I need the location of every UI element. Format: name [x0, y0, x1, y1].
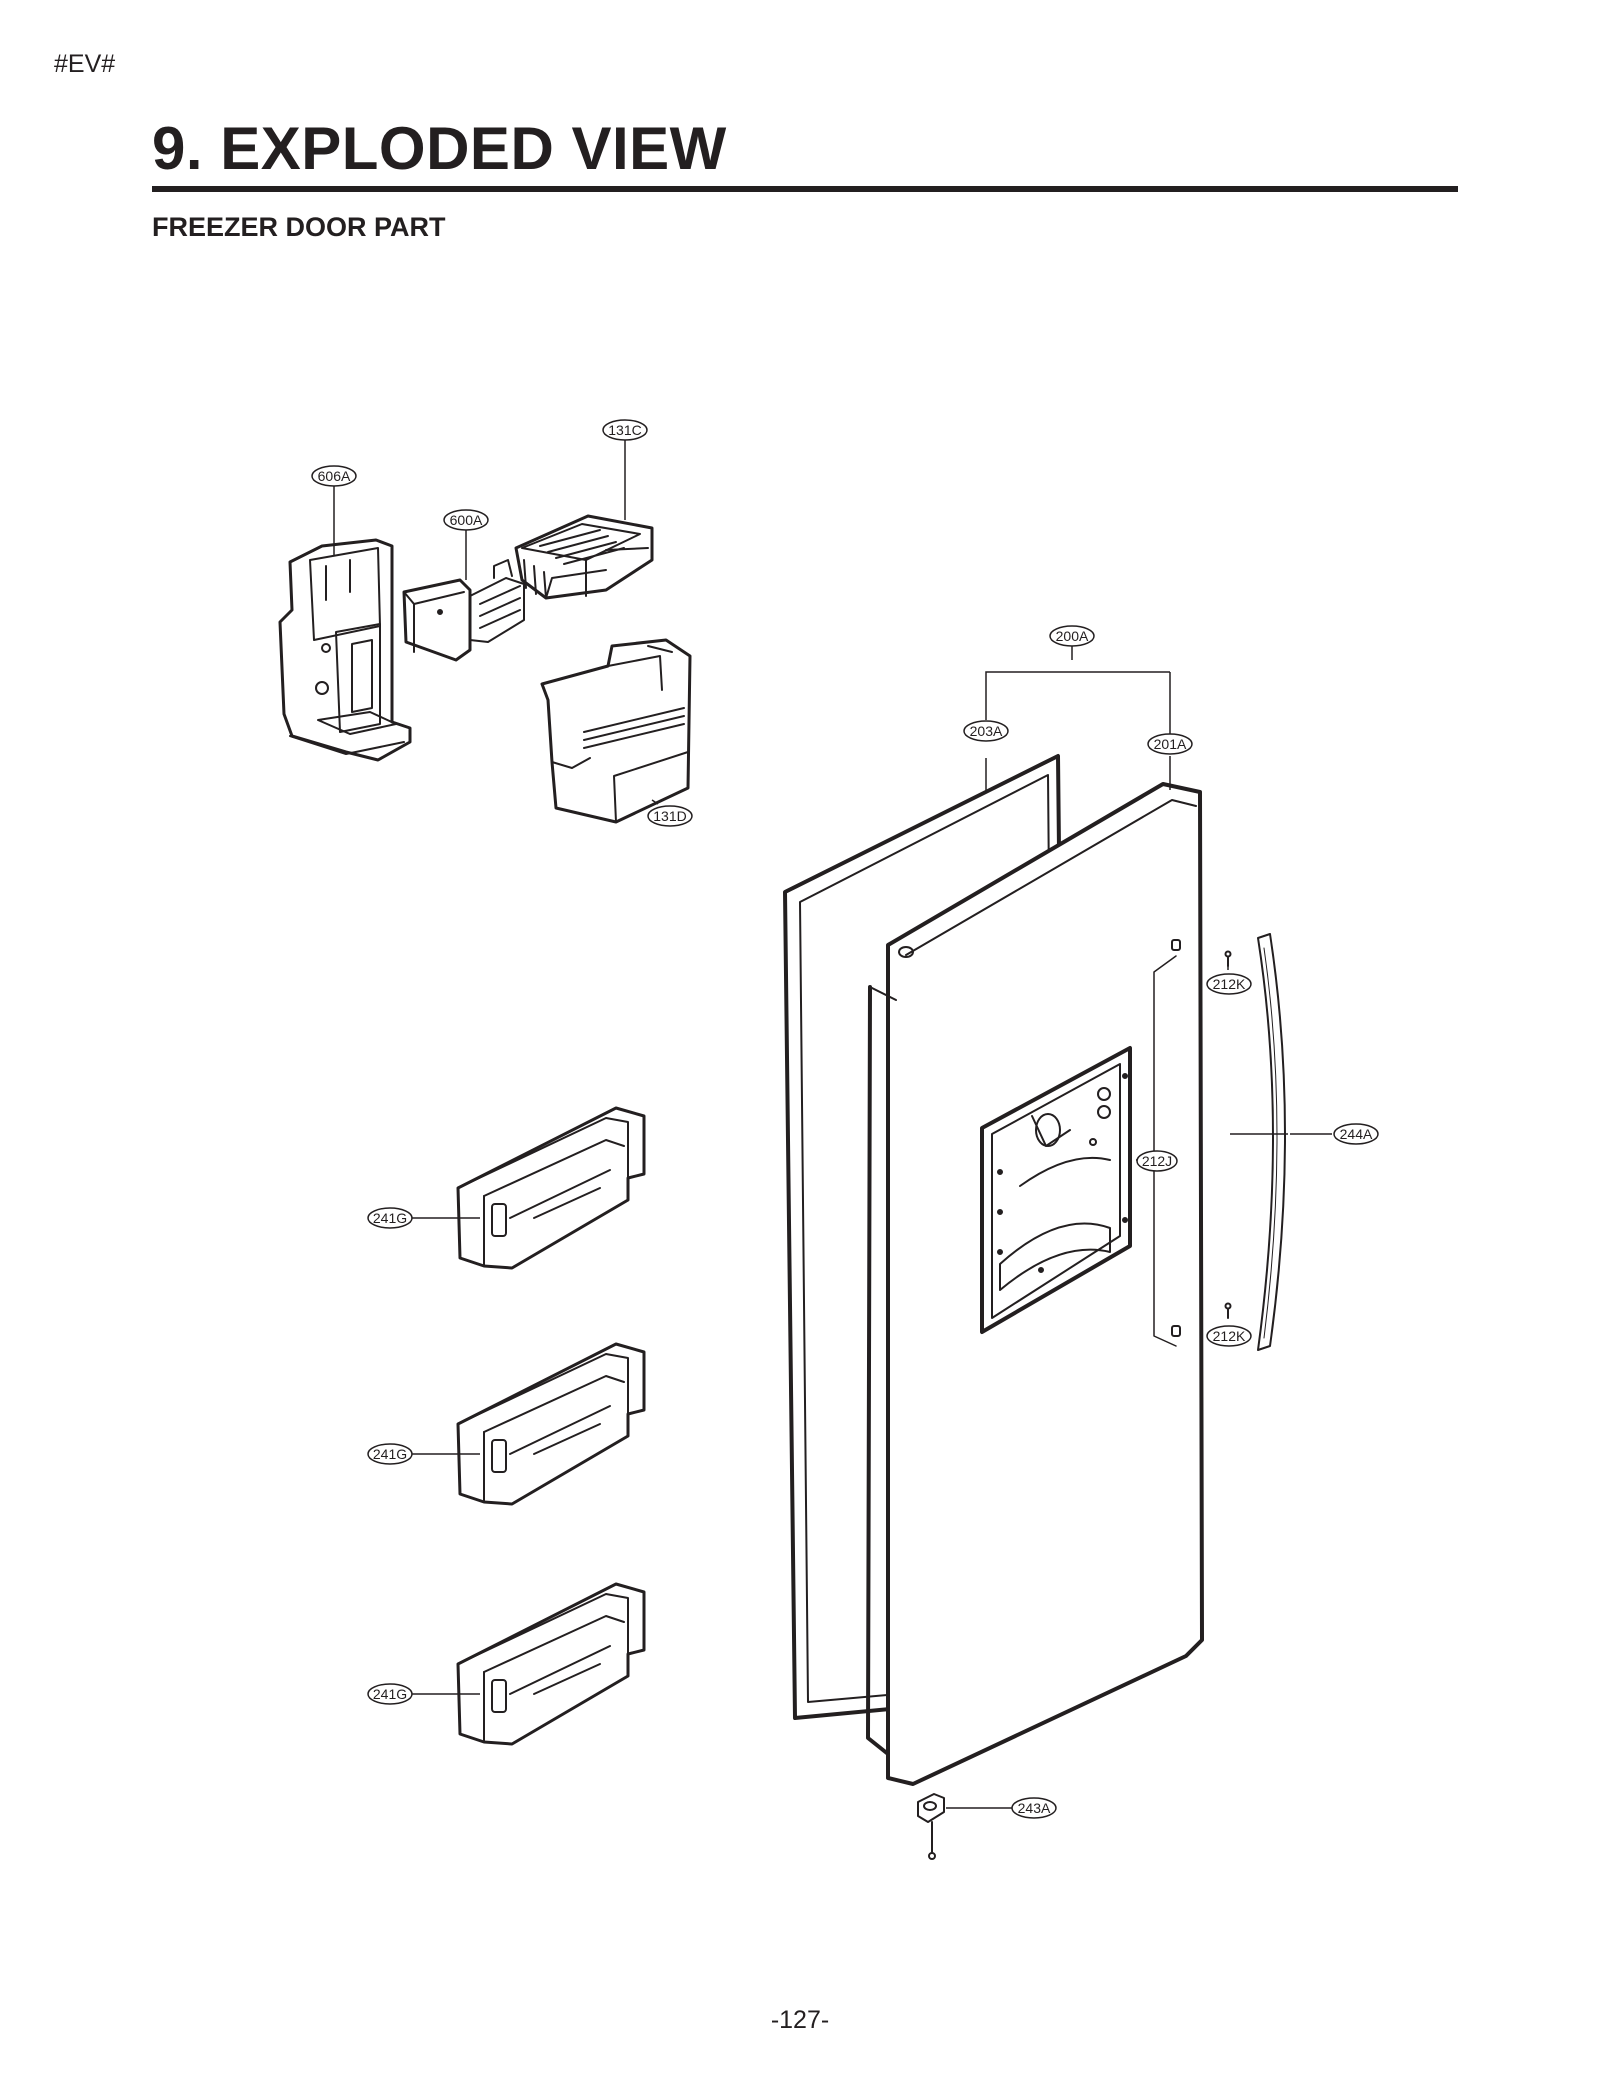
icemaker-housing: [278, 538, 412, 762]
door-bin-2: [456, 1342, 646, 1506]
callout-241g-3: 241G: [367, 1683, 413, 1705]
callout-label: 200A: [1056, 628, 1089, 644]
section-subtitle: FREEZER DOOR PART: [152, 212, 446, 242]
callout-212k-bottom: 212K: [1206, 1325, 1252, 1347]
icemaker-cover: [514, 514, 654, 600]
callout-label: 131D: [653, 808, 686, 824]
callout-label: 241G: [373, 1446, 407, 1462]
title-rule: [152, 186, 1458, 192]
door-bin-1: [456, 1106, 646, 1270]
door-assembly: [866, 782, 1204, 1786]
icemaker-unit: [402, 559, 525, 662]
screw-bottom: [1224, 1302, 1232, 1319]
callout-244a: 244A: [1333, 1123, 1379, 1145]
document-tag: #EV#: [54, 50, 116, 78]
callout-200a: 200A: [1049, 625, 1095, 647]
callout-label: 201A: [1154, 736, 1187, 752]
callout-label: 212K: [1213, 1328, 1246, 1344]
page-number: -127-: [770, 2006, 830, 2034]
door-handle: [1257, 933, 1286, 1351]
callout-label: 241G: [373, 1210, 407, 1226]
callout-label: 131C: [608, 422, 641, 438]
callout-label: 606A: [318, 468, 351, 484]
callout-600a: 600A: [443, 509, 489, 531]
callout-212k-top: 212K: [1206, 973, 1252, 995]
callout-243a: 243A: [1011, 1797, 1057, 1819]
callout-241g-2: 241G: [367, 1443, 413, 1465]
callout-label: 243A: [1018, 1800, 1051, 1816]
callout-241g-1: 241G: [367, 1207, 413, 1229]
callout-131d: 131D: [647, 805, 693, 827]
page-title: 9. EXPLODED VIEW: [152, 115, 727, 182]
callout-606a: 606A: [311, 465, 357, 487]
callout-203a: 203A: [963, 720, 1009, 742]
callout-label: 241G: [373, 1686, 407, 1702]
ice-bucket: [540, 638, 692, 824]
callout-label: 212K: [1213, 976, 1246, 992]
door-bin-3: [456, 1582, 646, 1746]
callout-label: 212J: [1142, 1153, 1172, 1169]
callout-131c: 131C: [602, 419, 648, 441]
callout-label: 244A: [1340, 1126, 1373, 1142]
callout-201a: 201A: [1147, 733, 1193, 755]
callout-212j: 212J: [1136, 1150, 1178, 1172]
lower-hinge: [917, 1793, 945, 1860]
screw-top: [1224, 950, 1232, 967]
callout-label: 600A: [450, 512, 483, 528]
callout-label: 203A: [970, 723, 1003, 739]
